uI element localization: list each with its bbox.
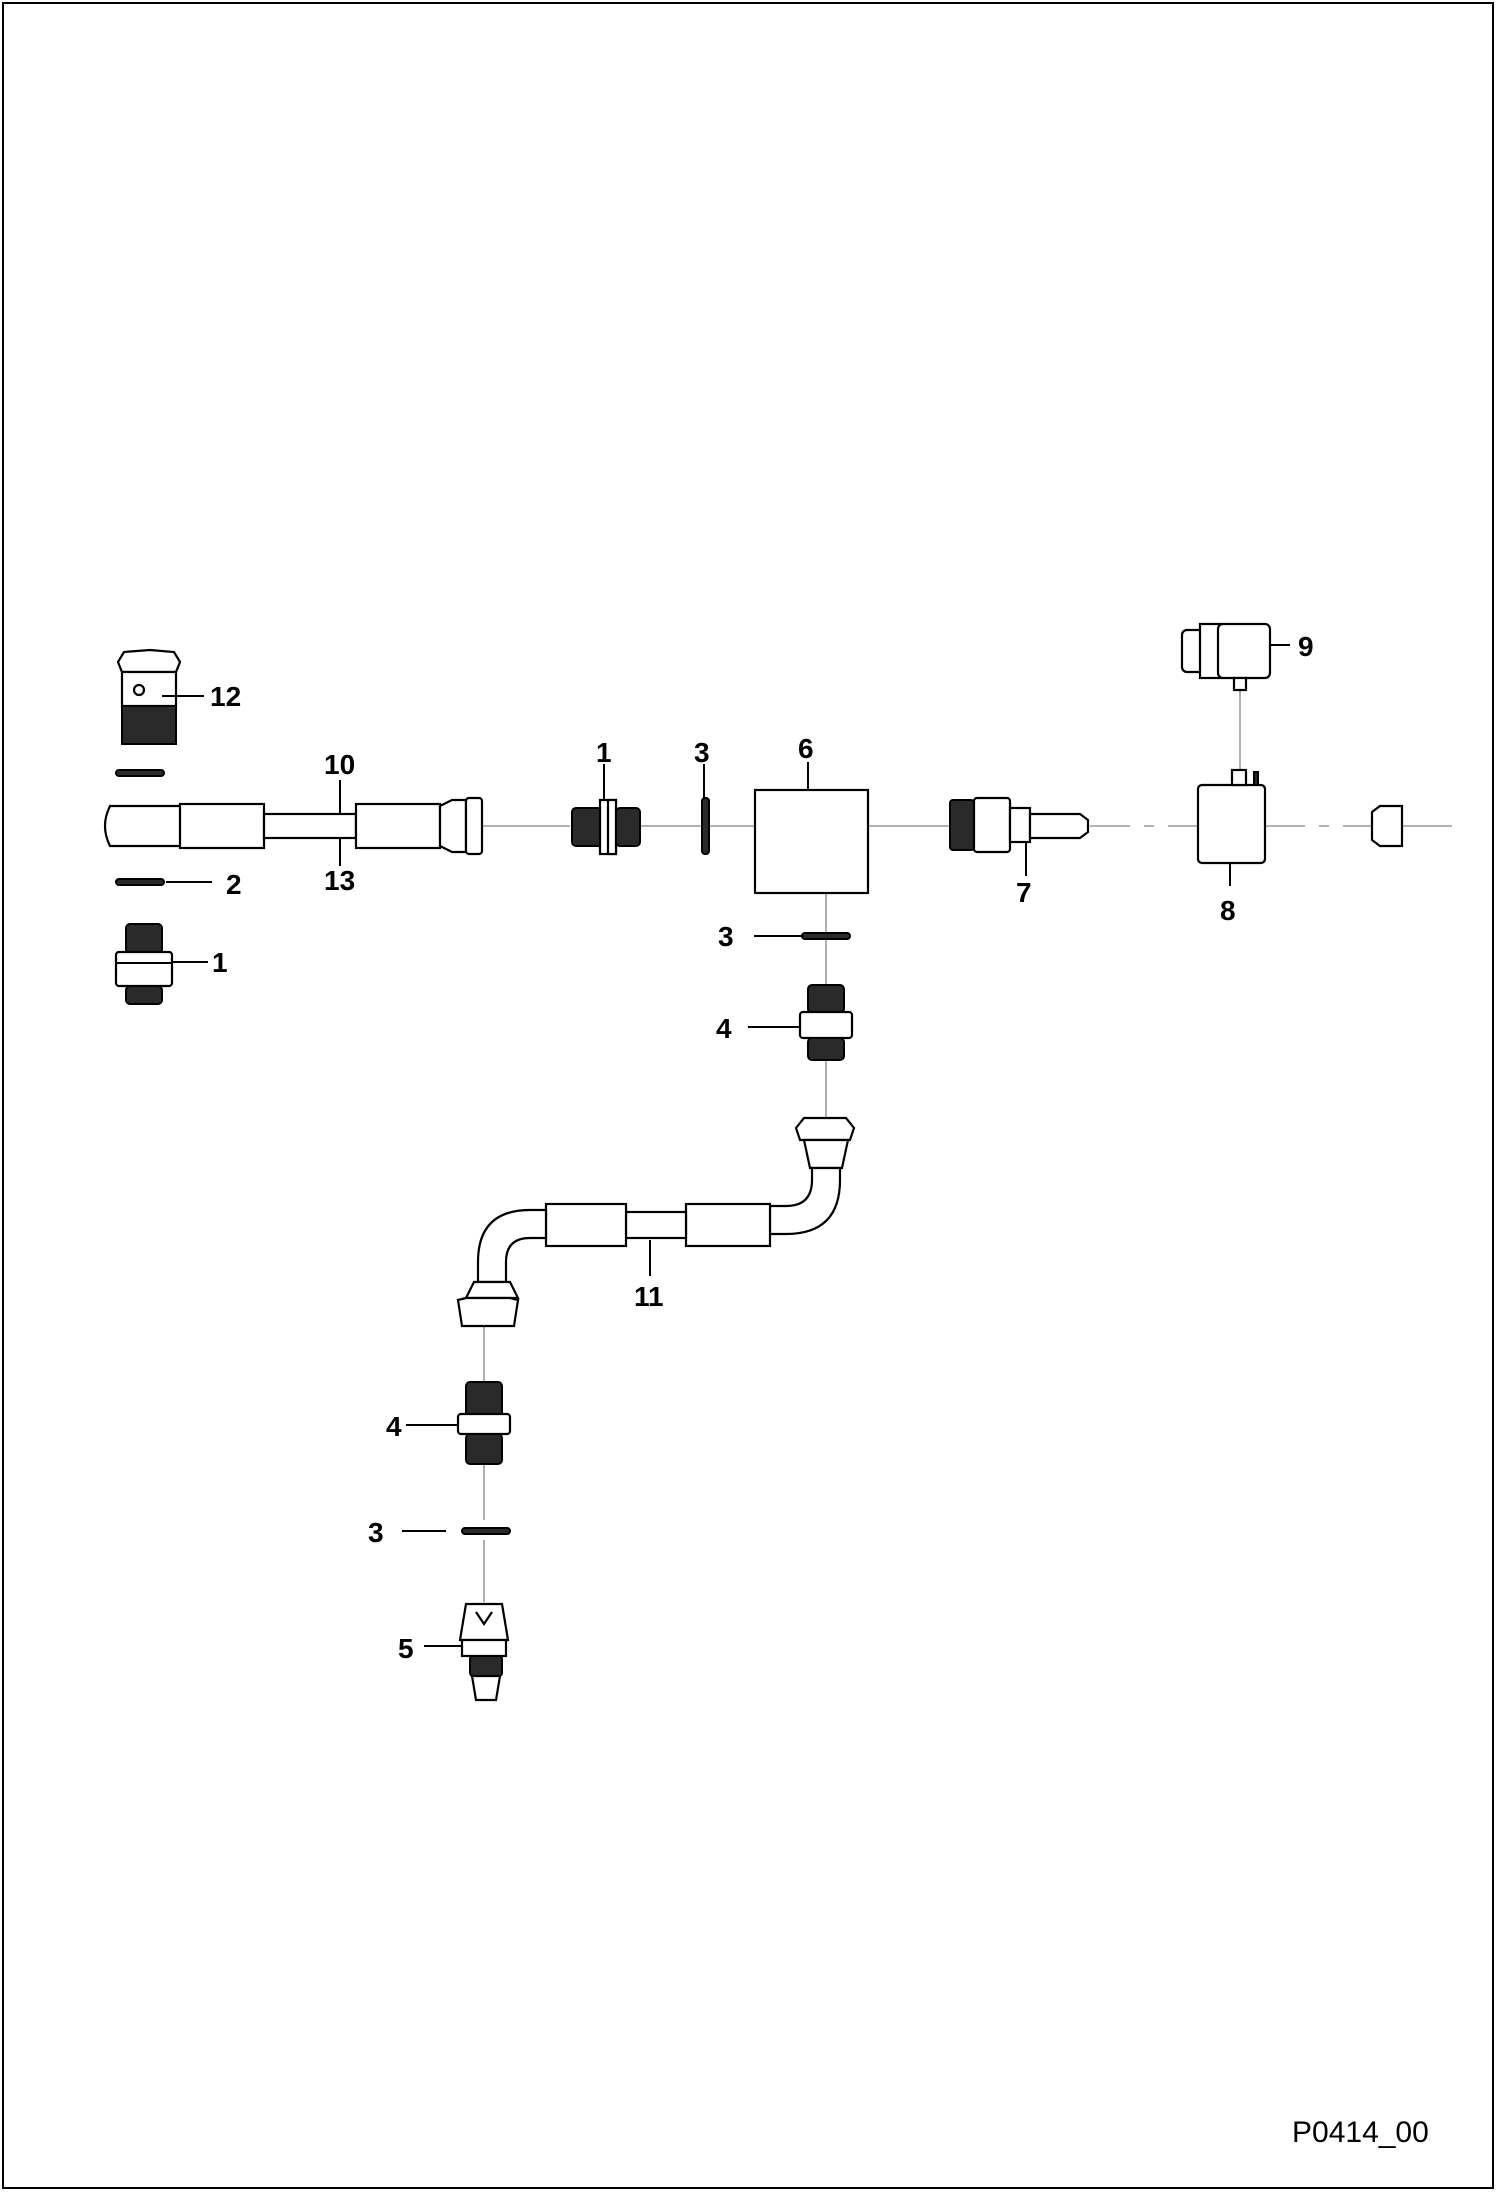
sealing-washer-lower (115, 878, 165, 886)
adapter (949, 796, 1090, 854)
callout-4-upper: 4 (716, 1013, 732, 1044)
o-ring-under-block (801, 932, 851, 940)
bent-hose-crimp-right (684, 1202, 772, 1248)
callout-12: 12 (210, 681, 241, 712)
solenoid-coil-terminal (1230, 768, 1248, 787)
fitting-lower-thread-top (465, 1381, 503, 1417)
fitting-upper-thread-top (807, 984, 845, 1014)
hose-upper-swivel (438, 798, 468, 854)
hose-upper-nut (464, 796, 484, 856)
connector-socket (1232, 676, 1248, 692)
callout-4-lower: 4 (386, 1411, 402, 1442)
hose-upper-tube (262, 812, 358, 840)
bent-hose-lower-nut (456, 1296, 520, 1328)
hose-upper-end-fitting (103, 804, 184, 848)
fitting-main-thread-left (571, 807, 603, 847)
callout-11: 11 (634, 1281, 664, 1312)
solenoid-coil-body (1196, 783, 1267, 865)
hose-upper-crimp-right (354, 802, 442, 850)
adapter-thread (949, 799, 975, 851)
solenoid-coil (1196, 768, 1267, 865)
callout-1-left: 1 (212, 947, 228, 978)
solenoid-coil-pin (1253, 771, 1259, 786)
fitting-left-standalone (114, 923, 174, 1005)
callout-13: 13 (324, 865, 355, 896)
fitting-under-block (798, 984, 854, 1061)
callout-5: 5 (398, 1633, 414, 1664)
leader-lines (162, 644, 1290, 1647)
banjo-bolt-thread (121, 705, 177, 745)
callout-9: 9 (1298, 631, 1314, 662)
o-ring-main-axis (701, 797, 710, 855)
hose-upper-crimp-left (178, 802, 266, 850)
fitting-main-thread-right (615, 807, 641, 847)
banjo-bolt-head (116, 648, 182, 674)
coil-nut (1370, 804, 1404, 848)
bent-hose-lower-collar (464, 1280, 520, 1300)
callout-3-lower: 3 (368, 1517, 384, 1548)
banjo-bolt-port (132, 683, 146, 697)
connector-housing (1216, 622, 1272, 680)
fitting-main-axis (571, 798, 641, 856)
quick-coupler-thread (469, 1655, 503, 1677)
callout-3-under-block: 3 (718, 921, 734, 952)
hose-assembly-bent (456, 1116, 856, 1328)
callout-10: 10 (324, 749, 355, 780)
hose-assembly-upper (103, 796, 484, 856)
quick-coupler-sleeve-detail (475, 1611, 493, 1626)
callout-3-main: 3 (694, 737, 710, 768)
centerlines (480, 688, 1452, 1602)
fitting-main-hex-edge (606, 798, 618, 856)
adapter-hex (972, 796, 1012, 854)
bent-hose-upper-nut (794, 1116, 856, 1142)
bent-hose-lower-elbow (476, 1208, 548, 1284)
bent-hose-tube (624, 1210, 688, 1240)
fitting-upper-hex (798, 1010, 854, 1040)
fitting-left-thread-bottom (125, 985, 163, 1005)
callout-6: 6 (798, 733, 814, 764)
callouts: 12 10 13 2 1 1 3 6 7 8 9 3 4 11 4 3 5 (210, 631, 1314, 1664)
callout-7: 7 (1016, 877, 1032, 908)
sealing-washer-upper (115, 769, 165, 777)
callout-1-main: 1 (596, 737, 612, 768)
fitting-left-hex (114, 950, 174, 988)
bent-hose-crimp-left (544, 1202, 628, 1248)
fitting-lower-hex (456, 1412, 512, 1436)
banjo-bolt (116, 648, 182, 745)
callout-8: 8 (1220, 895, 1236, 926)
bent-hose-upper-elbow (768, 1166, 842, 1236)
bent-hose-upper-collar (802, 1138, 850, 1170)
fitting-lower-thread-bottom (465, 1433, 503, 1465)
o-ring-lower (461, 1527, 511, 1535)
quick-coupler (458, 1602, 510, 1702)
adapter-collar (1008, 806, 1032, 844)
adapter-stem (1028, 812, 1090, 840)
fitting-left-thread-top (125, 923, 163, 955)
quick-coupler-nipple (470, 1674, 502, 1702)
valve-block (753, 788, 870, 895)
banjo-bolt-body (120, 670, 178, 708)
quick-coupler-body (460, 1638, 508, 1658)
figure-id: P0414_00 (1292, 2116, 1429, 2149)
fitting-lower (456, 1381, 512, 1465)
fitting-upper-thread-bottom (807, 1037, 845, 1061)
callout-2: 2 (226, 869, 242, 900)
electrical-connector (1180, 622, 1272, 692)
